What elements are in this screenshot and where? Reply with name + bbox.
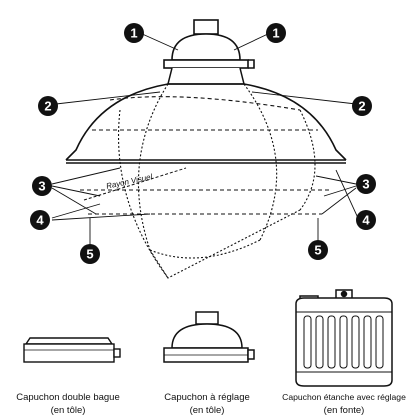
rayon-visuel-line	[83, 167, 187, 201]
caption-etanche-line2: (en fonte)	[324, 405, 365, 416]
callout-4-right: 4	[356, 210, 376, 230]
svg-text:5: 5	[314, 243, 321, 258]
adjusted-shade-positions	[80, 83, 330, 279]
caption-etanche-line1: Capuchon étanche avec réglage	[282, 392, 406, 402]
cap-double-bague-drawing	[23, 337, 121, 363]
callout-5-right: 5	[308, 240, 328, 260]
svg-text:4: 4	[36, 213, 44, 228]
caption-reglage-line2: (en tôle)	[190, 405, 225, 416]
callout-2-right: 2	[352, 96, 372, 116]
cap-etanche-fins	[303, 315, 384, 369]
svg-text:5: 5	[86, 247, 93, 262]
callout-3-right: 3	[356, 174, 376, 194]
main-lamp-cap	[163, 19, 255, 69]
callout-3-left: 3	[32, 176, 52, 196]
svg-text:1: 1	[272, 26, 279, 41]
svg-text:2: 2	[44, 99, 51, 114]
caption-reglage-line1: Capuchon à réglage	[164, 392, 250, 403]
callout-1-right: 1	[266, 23, 286, 43]
callout-1-left: 1	[124, 23, 144, 43]
caption-double-bague-line2: (en tôle)	[51, 405, 86, 416]
callout-4-left: 4	[30, 210, 50, 230]
callout-2-left: 2	[38, 96, 58, 116]
svg-text:3: 3	[38, 179, 45, 194]
svg-text:1: 1	[130, 26, 137, 41]
svg-text:3: 3	[362, 177, 369, 192]
svg-text:4: 4	[362, 213, 370, 228]
main-lamp-collar	[167, 67, 245, 85]
caption-double-bague-line1: Capuchon double bague	[16, 392, 120, 403]
leader-lines	[51, 32, 359, 250]
reflector-shade	[65, 83, 347, 164]
cap-reglage-drawing	[163, 311, 255, 363]
rayon-visuel-label: Rayon Visuel	[105, 172, 153, 191]
callout-5-left: 5	[80, 244, 100, 264]
svg-text:2: 2	[358, 99, 365, 114]
cap-etanche-drawing	[295, 289, 393, 387]
